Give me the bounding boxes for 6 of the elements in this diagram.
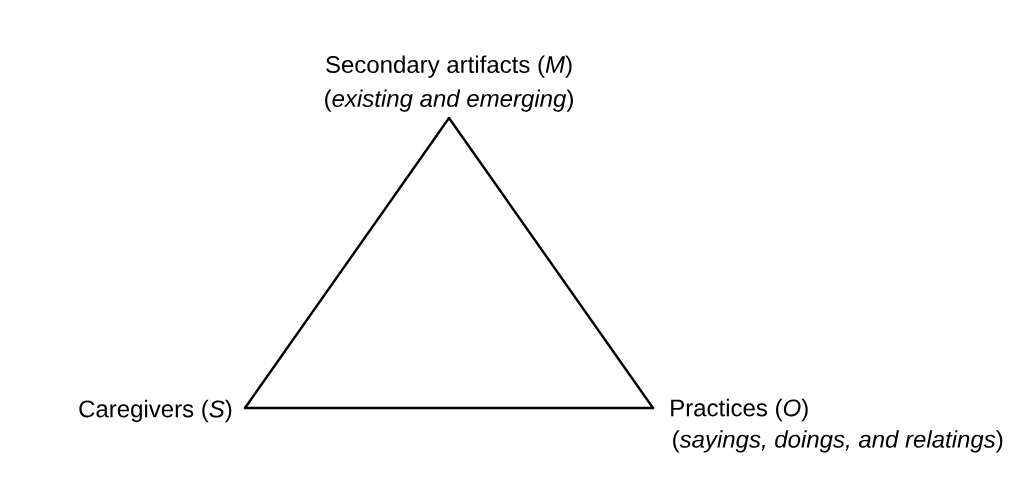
vertex-label: Secondary artifacts (M) (existing and emerging) (325, 55, 573, 112)
triangle-side (447, 116, 655, 410)
triangle-side (243, 406, 655, 410)
vertex-label: Practices (O) (sayings, doings, and relatings) (671, 398, 1003, 453)
vertex-label: Caregivers (S) (79, 399, 232, 423)
triangle-side (243, 116, 451, 410)
